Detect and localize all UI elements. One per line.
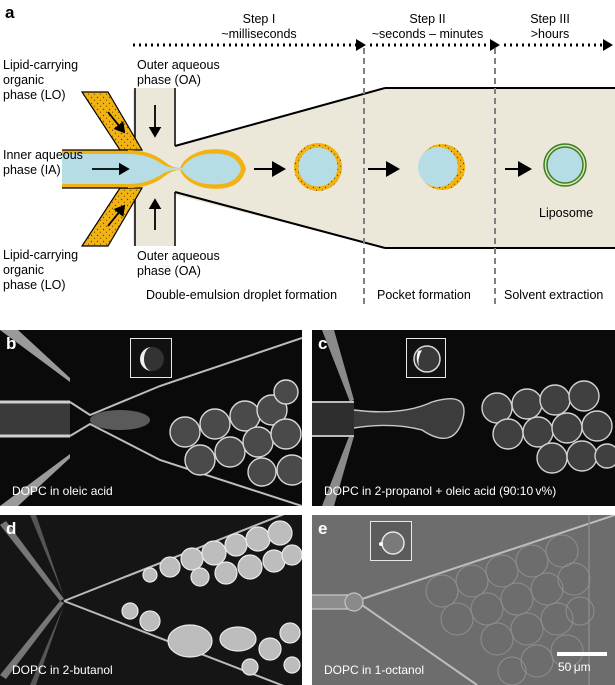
liposome-label: Liposome [539,206,594,220]
panel-b: b DOPC in oleic acid [0,330,302,506]
step3-arrowhead [603,39,613,51]
step2-subtitle: ~seconds – minutes [371,27,484,41]
stage1-label: Double-emulsion droplet formation [146,288,338,302]
scale-bar [557,652,607,656]
lo-bottom-line2: organic [3,263,44,277]
oa-bottom-line2: phase (OA) [137,264,201,278]
panel-e-label: e [318,519,328,538]
oa-top-line1: Outer aqueous [137,58,220,72]
step1-subtitle: ~milliseconds [221,27,297,41]
panel-e: e DOPC in 1-octanol 50 μm [312,515,615,685]
panel-b-label: b [6,334,17,353]
micrograph-b [0,330,302,506]
panel-c-label: c [318,334,328,353]
panel-d-caption: DOPC in 2-butanol [12,663,113,677]
panel-e-caption: DOPC in 1-octanol [324,663,425,677]
lo-top-line2: organic [3,73,44,87]
panel-c-caption: DOPC in 2-propanol + oleic acid (90:10 v… [324,484,557,498]
schematic-diagram [62,39,615,308]
ia-line1: Inner aqueous [3,148,83,162]
oa-top-line2: phase (OA) [137,73,201,87]
inset-e [370,521,412,561]
panel-c: c DOPC in 2-propanol + oleic acid (90:10… [312,330,615,506]
micrograph-d [0,515,302,685]
step1-arrowhead [356,39,366,51]
step2-title: Step II [409,12,446,26]
step3-subtitle: >hours [530,27,570,41]
step2-arrowhead [490,39,500,51]
step3-title: Step III [530,12,570,26]
inset-c [406,338,446,378]
scale-bar-label: 50 μm [558,660,591,674]
panel-a-label: a [5,3,15,22]
lo-top-line3: phase (LO) [3,88,66,102]
panel-d: d DOPC in 2-butanol [0,515,302,685]
oa-bottom-line1: Outer aqueous [137,249,220,263]
lo-bottom-line1: Lipid-carrying [3,248,79,262]
lo-bottom-line3: phase (LO) [3,278,66,292]
stage3-label: Solvent extraction [504,288,604,302]
micrograph-c [312,330,615,506]
step1-title: Step I [242,12,276,26]
ia-line2: phase (IA) [3,163,61,177]
stage2-label: Pocket formation [377,288,471,302]
panel-b-caption: DOPC in oleic acid [12,484,113,498]
panel-a: a [0,0,615,310]
lo-top-line1: Lipid-carrying [3,58,79,72]
inset-b [130,338,172,378]
panel-d-label: d [6,519,17,538]
